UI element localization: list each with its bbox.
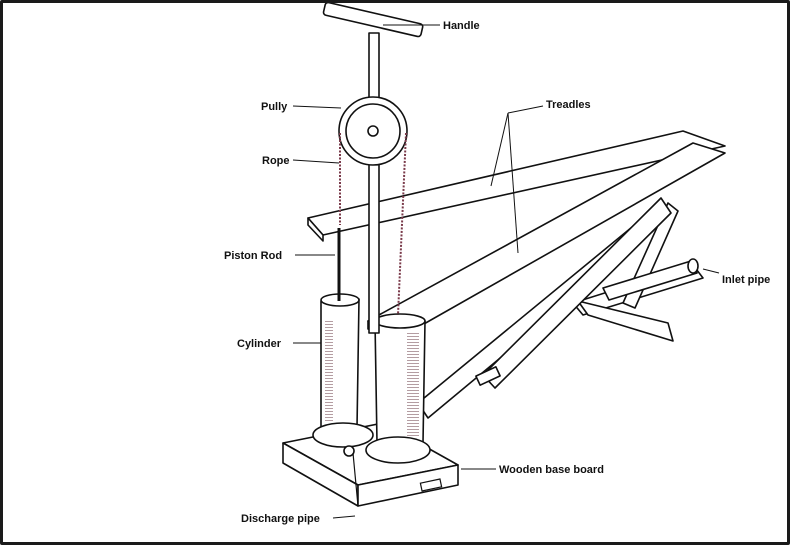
pulley [338, 96, 408, 166]
inlet-pipe [602, 258, 699, 301]
cylinders [312, 293, 431, 464]
inlet-pipe-label: Inlet pipe [722, 274, 770, 286]
central-post [322, 3, 424, 334]
piston-rod-label: Piston Rod [224, 250, 282, 262]
cylinder-label: Cylinder [237, 338, 282, 350]
treadle-pump-diagram: Handle Pully Rope Treadles Piston Rod In… [224, 3, 770, 525]
wooden-base-board-label: Wooden base board [499, 464, 604, 476]
rope [339, 132, 407, 316]
leader-lines [292, 24, 720, 519]
discharge-pipe [352, 452, 359, 507]
handle-label: Handle [443, 20, 480, 32]
rope-label: Rope [262, 155, 290, 167]
pully-label: Pully [261, 101, 288, 113]
discharge-pipe-label: Discharge pipe [241, 513, 320, 525]
treadles-label: Treadles [546, 99, 591, 111]
